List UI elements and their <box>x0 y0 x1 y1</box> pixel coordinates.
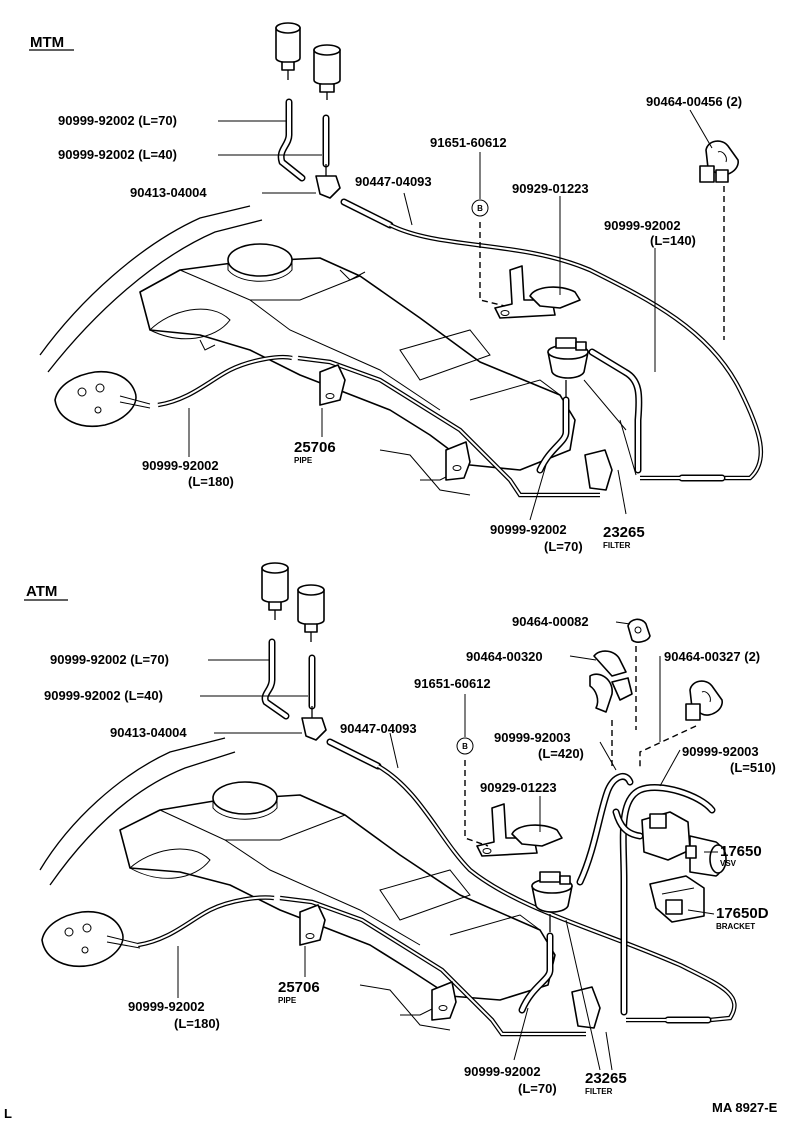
mtm-label-hose-l70: 90999-92002 (L=70) <box>58 113 177 128</box>
atm-label-hose-l180-part: 90999-92002 <box>128 999 205 1014</box>
atm-sender-unit <box>41 910 141 967</box>
atm-vsv <box>641 811 727 877</box>
atm-mount-bracket <box>431 981 457 1021</box>
mtm-canister-right <box>313 44 341 100</box>
atm-label-vsv-bracket-num: 17650D <box>716 905 769 922</box>
svg-text:B: B <box>462 742 468 751</box>
mtm-label-pipe-name: PIPE <box>294 456 313 465</box>
mtm-section: MTM <box>29 22 764 554</box>
mtm-label-hose-l40: 90999-92002 (L=40) <box>58 147 177 162</box>
mtm-label-hose-l70b-part: 90999-92002 <box>490 522 567 537</box>
atm-label-hose-l40: 90999-92002 (L=40) <box>44 688 163 703</box>
mtm-hose-l70 <box>277 98 306 182</box>
mtm-sender-unit <box>54 370 151 427</box>
mtm-label-clamp: 90464-00456 (2) <box>646 94 742 109</box>
mtm-label-bracket: 90929-01223 <box>512 181 589 196</box>
mtm-leader-lines <box>188 109 713 521</box>
atm-label-pipe-num: 25706 <box>278 979 320 996</box>
atm-clamp-00327 <box>685 680 723 721</box>
atm-canister-left <box>261 562 289 620</box>
atm-label-vsv-bracket-name: BRACKET <box>716 922 755 931</box>
atm-label-hose-l420-part: 90999-92003 <box>494 730 571 745</box>
mtm-label-hose-l140-part: 90999-92002 <box>604 218 681 233</box>
atm-section-title: ATM <box>26 583 57 600</box>
mtm-label-hose-l140-len: (L=140) <box>650 233 696 248</box>
atm-label-vsv-num: 17650 <box>720 843 762 860</box>
mtm-section-title: MTM <box>30 34 64 51</box>
mtm-label-bolt: 91651-60612 <box>430 135 507 150</box>
atm-filter <box>531 871 573 932</box>
atm-label-hose-l510-part: 90999-92003 <box>682 744 759 759</box>
atm-callout-b: B <box>456 737 474 755</box>
atm-label-hose-l420-len: (L=420) <box>538 746 584 761</box>
mtm-pipe-25706 <box>157 354 293 408</box>
mtm-label-hose-l180-len: (L=180) <box>188 474 234 489</box>
mtm-clamp-00456 <box>699 140 739 183</box>
atm-label-filter-name: FILTER <box>585 1087 613 1096</box>
atm-label-hose-l70b-len: (L=70) <box>518 1081 557 1096</box>
atm-vsv-bracket <box>649 875 705 923</box>
atm-label-hose-l180-len: (L=180) <box>174 1016 220 1031</box>
mtm-pipe-bracket <box>319 364 346 406</box>
svg-text:B: B <box>477 204 483 213</box>
atm-clamp-00082 <box>627 618 651 643</box>
mtm-bolt-guide <box>479 222 506 307</box>
mtm-rear-bracket <box>584 449 613 491</box>
mtm-label-hose-l70b-len: (L=70) <box>544 539 583 554</box>
mtm-label-hose-l180-part: 90999-92002 <box>142 458 219 473</box>
mtm-label-hose-long: 90447-04093 <box>355 174 432 189</box>
atm-pipe-joint <box>301 706 327 741</box>
atm-label-clamp-c: 90464-00327 (2) <box>664 649 760 664</box>
atm-label-bolt: 91651-60612 <box>414 676 491 691</box>
mtm-filter <box>547 337 589 398</box>
mtm-mount-bracket <box>445 441 471 481</box>
atm-label-pipe-name: PIPE <box>278 996 297 1005</box>
atm-bracket-90929 <box>476 803 563 857</box>
atm-clamp-guide-b <box>639 725 697 768</box>
mtm-label-filter-name: FILTER <box>603 541 631 550</box>
atm-bolt-guide <box>464 760 489 847</box>
atm-pipe-25706 <box>137 895 275 948</box>
atm-label-hose-l70b-part: 90999-92002 <box>464 1064 541 1079</box>
atm-label-hose-long: 90447-04093 <box>340 721 417 736</box>
mtm-label-pipe-num: 25706 <box>294 439 336 456</box>
atm-label-hose-l510-len: (L=510) <box>730 760 776 775</box>
mtm-vehicle-body <box>39 205 576 496</box>
atm-label-vsv-name: VSV <box>720 859 737 868</box>
atm-label-clamp-b: 90464-00320 <box>466 649 543 664</box>
atm-label-clamp-a: 90464-00082 <box>512 614 589 629</box>
mtm-callout-b: B <box>471 199 489 217</box>
mtm-label-pipe-joint: 90413-04004 <box>130 185 207 200</box>
mtm-pipe-joint <box>315 164 341 199</box>
atm-label-filter-num: 23265 <box>585 1070 627 1087</box>
atm-pipe-bracket <box>299 904 326 946</box>
mtm-label-filter-num: 23265 <box>603 524 645 541</box>
corner-mark: L <box>4 1106 12 1121</box>
atm-label-bracket: 90929-01223 <box>480 780 557 795</box>
atm-label-hose-l70: 90999-92002 (L=70) <box>50 652 169 667</box>
atm-section: ATM <box>24 562 776 1096</box>
atm-leader-lines <box>177 621 718 1071</box>
atm-clamp-00320 <box>589 650 633 713</box>
mtm-bracket-90929 <box>494 265 581 319</box>
mtm-canister-left <box>275 22 301 80</box>
atm-label-pipe-joint: 90413-04004 <box>110 725 187 740</box>
atm-canister-right <box>297 584 325 642</box>
atm-vehicle-body <box>39 737 556 1031</box>
drawing-id: MA 8927-E <box>712 1100 778 1115</box>
